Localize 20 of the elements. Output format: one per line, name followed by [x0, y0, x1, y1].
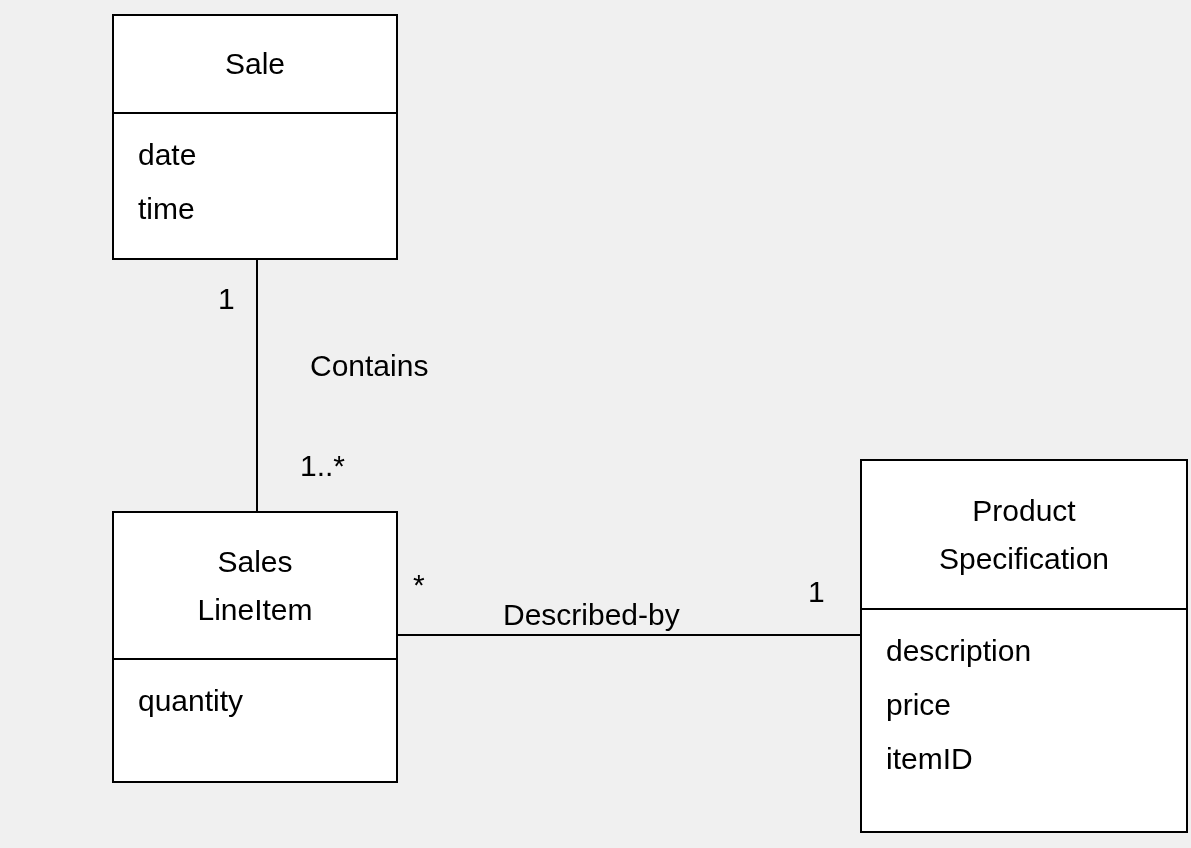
edge-label: Described-by: [503, 598, 680, 632]
class-box: [112, 511, 398, 783]
multiplicity-label: 1: [218, 282, 235, 316]
attribute-text: price: [886, 687, 952, 723]
class-name: Sale: [224, 46, 285, 82]
attribute-text: date: [138, 137, 197, 173]
multiplicity-label: 1..*: [300, 449, 346, 483]
class-name: Product Specification: [937, 492, 1111, 577]
class-name: Sales LineItem: [196, 543, 314, 628]
attribute-text: quantity: [138, 683, 244, 719]
multiplicity-label: 1: [808, 575, 825, 609]
attribute-text: itemID: [886, 741, 973, 777]
attribute-text: description: [886, 633, 1032, 669]
association-line: [397, 634, 861, 636]
attribute-text: time: [138, 191, 195, 227]
class-box: [112, 14, 398, 260]
class-box: [860, 459, 1188, 833]
edge-label: Contains: [310, 349, 429, 383]
multiplicity-label: *: [413, 568, 425, 602]
association-line: [256, 259, 258, 512]
